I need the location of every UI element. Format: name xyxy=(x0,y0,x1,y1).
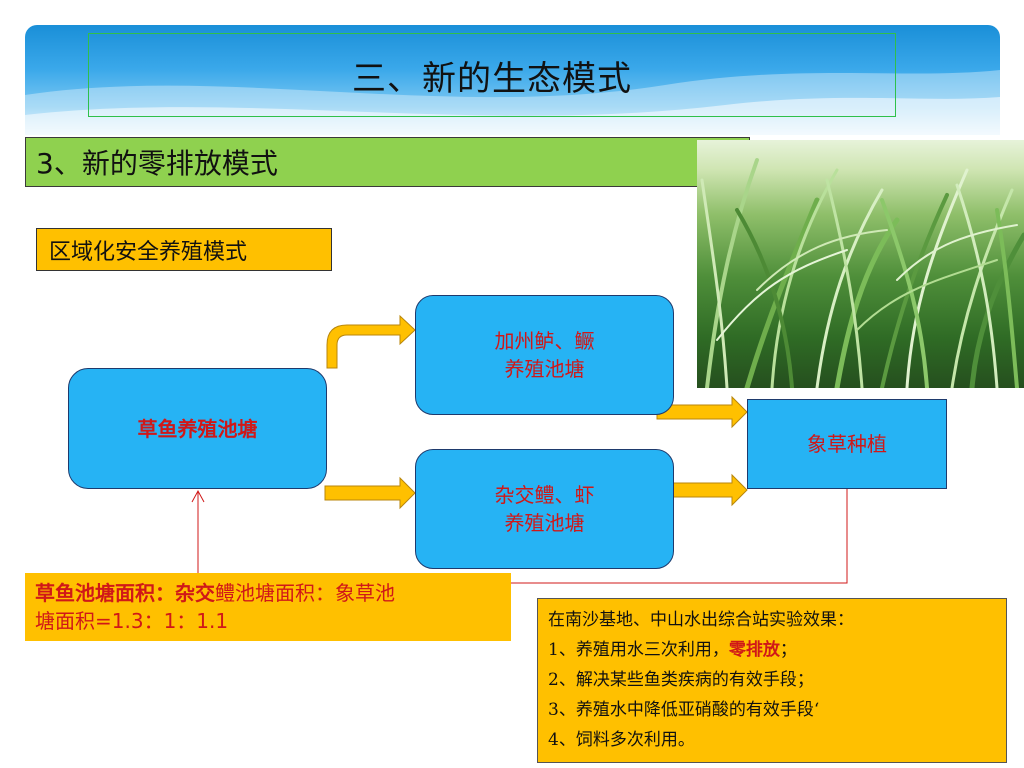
result-item-2: 2、解决某些鱼类疾病的有效手段； xyxy=(548,670,814,690)
node-perch-label-line1: 加州鲈、鳜 xyxy=(494,329,595,353)
node-grass-carp-pond: 草鱼养殖池塘 xyxy=(68,368,327,489)
mode-label-box: 区域化安全养殖模式 xyxy=(36,228,332,271)
result-item-3: 3、养殖水中降低亚硝酸的有效手段‘ xyxy=(548,700,820,720)
node-perch-mandarin-pond: 加州鲈、鳜 养殖池塘 xyxy=(415,295,674,415)
section-subtitle: 3、新的零排放模式 xyxy=(36,147,278,180)
subtitle-bar: 3、新的零排放模式 xyxy=(25,137,750,187)
ratio-rest-part: 鳢池塘面积：象草池 xyxy=(215,581,395,605)
node-hybrid-label-line2: 养殖池塘 xyxy=(504,511,585,535)
arrow-to-perch-pond xyxy=(326,314,416,369)
results-header: 在南沙基地、中山水出综合站实验效果： xyxy=(548,610,854,630)
ratio-line-2: 塘面积=1.3：1：1.1 xyxy=(35,609,229,633)
result-item-1-highlight: 零排放 xyxy=(728,640,780,660)
ratio-line-1: 草鱼池塘面积：杂交鳢池塘面积：象草池 xyxy=(35,579,501,607)
area-ratio-box: 草鱼池塘面积：杂交鳢池塘面积：象草池 塘面积=1.3：1：1.1 xyxy=(25,573,511,641)
result-item-1-text: 1、养殖用水三次利用， xyxy=(548,640,729,660)
experiment-results-box: 在南沙基地、中山水出综合站实验效果： 1、养殖用水三次利用，零排放； 2、解决某… xyxy=(537,598,1007,763)
result-item-1-suffix: ； xyxy=(779,640,797,660)
node-grass-carp-label: 草鱼养殖池塘 xyxy=(137,416,258,441)
return-connector-arrowhead xyxy=(191,489,205,503)
node-hybrid-snakehead-pond: 杂交鳢、虾 养殖池塘 xyxy=(415,449,674,569)
node-elephant-grass-planting: 象草种植 xyxy=(747,399,947,489)
grass-blades-image xyxy=(700,158,1024,388)
result-item-1: 1、养殖用水三次利用，零排放； xyxy=(548,635,996,665)
page-title: 三、新的生态模式 xyxy=(352,58,632,99)
result-item-4: 4、饲料多次利用。 xyxy=(548,730,695,750)
node-hybrid-label-line1: 杂交鳢、虾 xyxy=(494,483,595,507)
title-frame: 三、新的生态模式 xyxy=(88,33,896,117)
arrow-to-hybrid-pond xyxy=(324,476,416,510)
node-perch-label-line2: 养殖池塘 xyxy=(504,357,585,381)
mode-label: 区域化安全养殖模式 xyxy=(49,239,248,265)
node-elephant-grass-label: 象草种植 xyxy=(807,432,887,456)
ratio-bold-part: 草鱼池塘面积：杂交 xyxy=(35,581,215,605)
elephant-grass-photo xyxy=(697,140,1024,388)
